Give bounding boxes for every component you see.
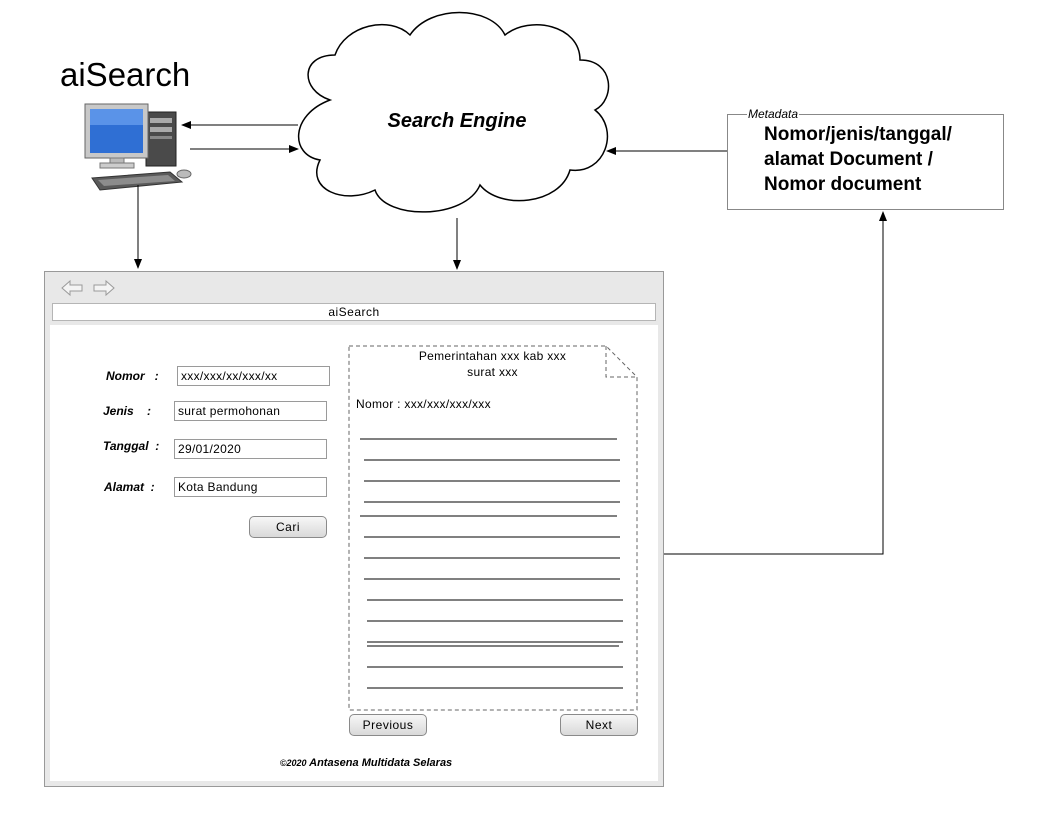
back-arrow-icon[interactable] xyxy=(60,278,84,298)
tanggal-label: Tanggal : xyxy=(103,439,160,453)
next-button[interactable]: Next xyxy=(560,714,638,736)
alamat-input[interactable]: Kota Bandung xyxy=(174,477,327,497)
search-button[interactable]: Cari xyxy=(249,516,327,538)
forward-arrow-icon[interactable] xyxy=(92,278,116,298)
footer: ©2020 Antasena Multidata Selaras xyxy=(50,757,682,769)
search-engine-cloud-icon xyxy=(297,11,610,213)
app-title: aiSearch xyxy=(60,56,191,93)
address-bar[interactable]: aiSearch xyxy=(52,303,656,321)
jenis-input[interactable]: surat permohonan xyxy=(174,401,327,421)
document-number: Nomor : xxx/xxx/xxx/xxx xyxy=(356,397,491,411)
document-header-line1: Pemerintahan xxx kab xxx xyxy=(418,349,567,363)
tanggal-input[interactable]: 29/01/2020 xyxy=(174,439,327,459)
metadata-box xyxy=(727,114,1004,210)
nomor-input[interactable]: xxx/xxx/xx/xxx/xx xyxy=(177,366,330,386)
search-engine-label: Search Engine xyxy=(387,110,527,132)
document-preview xyxy=(348,345,638,711)
nomor-label: Nomor : xyxy=(106,369,159,383)
metadata-text: Nomor/jenis/tanggal/ alamat Document / N… xyxy=(764,124,952,195)
previous-button[interactable]: Previous xyxy=(349,714,427,736)
metadata-tag: Metadata xyxy=(747,107,800,121)
copyright-year: ©2020 xyxy=(279,758,307,768)
computer-icon xyxy=(84,103,192,191)
jenis-label: Jenis : xyxy=(103,404,152,418)
company-name: Antasena Multidata Selaras xyxy=(309,757,453,769)
document-header-line2: surat xxx xyxy=(467,365,518,379)
alamat-label: Alamat : xyxy=(104,480,155,494)
